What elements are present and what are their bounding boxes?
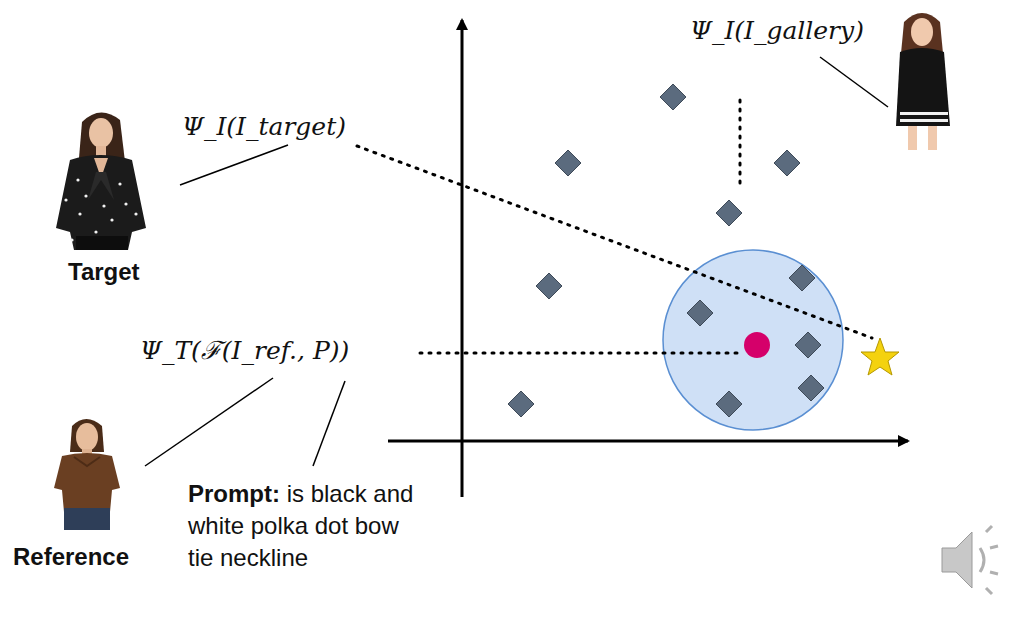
prompt-text: Prompt: is black and white polka dot bow… bbox=[188, 478, 420, 574]
reference-caption: Reference bbox=[13, 543, 129, 571]
leader-line bbox=[180, 145, 288, 185]
y-axis bbox=[461, 20, 464, 497]
target-star bbox=[861, 338, 899, 375]
gallery-embedding-label: Ψ_I(I_gallery) bbox=[690, 16, 864, 46]
query-embedding-label: Ψ_T(ℱ(I_ref., P)) bbox=[140, 336, 349, 366]
prompt-heading: Prompt: bbox=[188, 480, 280, 507]
x-axis bbox=[388, 440, 908, 443]
target-photo bbox=[56, 112, 146, 250]
gallery-photo bbox=[896, 13, 950, 150]
dotted-pointer bbox=[357, 146, 872, 338]
leader-line bbox=[313, 381, 345, 466]
reference-photo bbox=[54, 419, 120, 530]
target-caption: Target bbox=[68, 258, 140, 286]
gallery-points bbox=[508, 84, 824, 417]
leader-line bbox=[145, 378, 273, 466]
speaker-icon bbox=[942, 526, 998, 594]
target-embedding-label: Ψ_I(I_target) bbox=[182, 112, 346, 142]
dotted-pointer bbox=[739, 100, 742, 184]
leader-line bbox=[820, 57, 888, 107]
dotted-pointer bbox=[420, 352, 742, 355]
query-point bbox=[744, 332, 770, 358]
neighbourhood-circle bbox=[663, 250, 843, 430]
